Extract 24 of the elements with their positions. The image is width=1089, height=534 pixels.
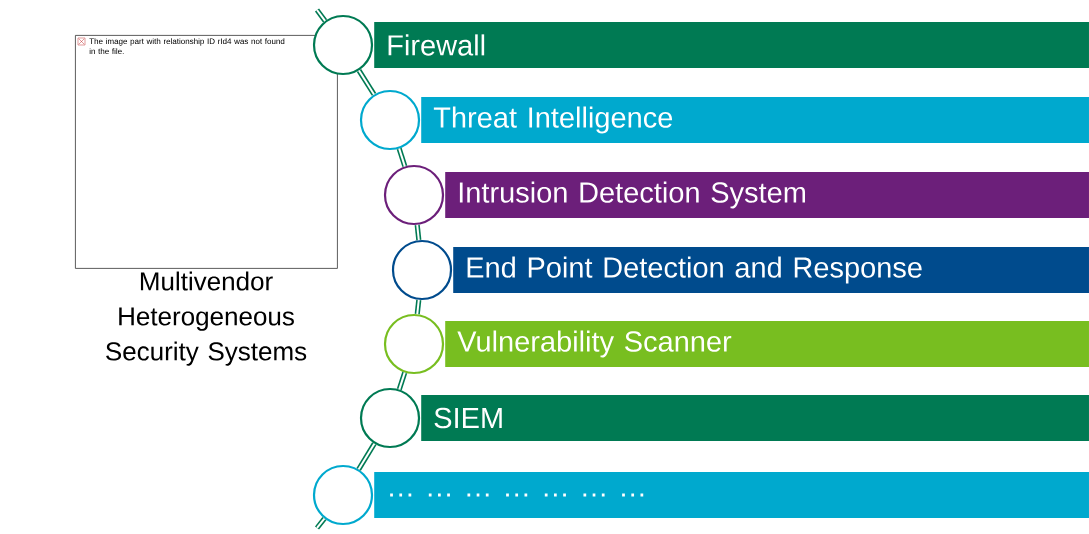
circle [312,464,374,526]
circle [383,313,445,375]
connector-line [396,147,408,168]
connector-line [314,517,327,530]
circle [383,164,445,226]
connector-line [414,298,422,316]
bar: SIEM [421,395,1089,441]
connector-line [356,442,377,471]
bar: Firewall [374,22,1089,68]
connector-line [356,69,377,96]
connector-line [314,8,328,23]
circle [359,387,421,449]
bar: End Point Detection and Response [453,247,1089,293]
placeholder-text: The image part with relationship ID rId4 was not found in the file. [89,38,285,55]
circle [391,239,453,301]
node-label: Multivendor Heterogeneous Security Systems [106,271,307,366]
bar: … … … … … … … [374,472,1089,518]
connector-line [396,371,408,391]
bar: Intrusion Detection System [445,172,1089,218]
circle [359,89,421,151]
bar: Threat Intelligence [421,97,1089,143]
circle [312,14,374,76]
bar: Vulnerability Scanner [445,321,1089,367]
connector-line [414,223,422,242]
